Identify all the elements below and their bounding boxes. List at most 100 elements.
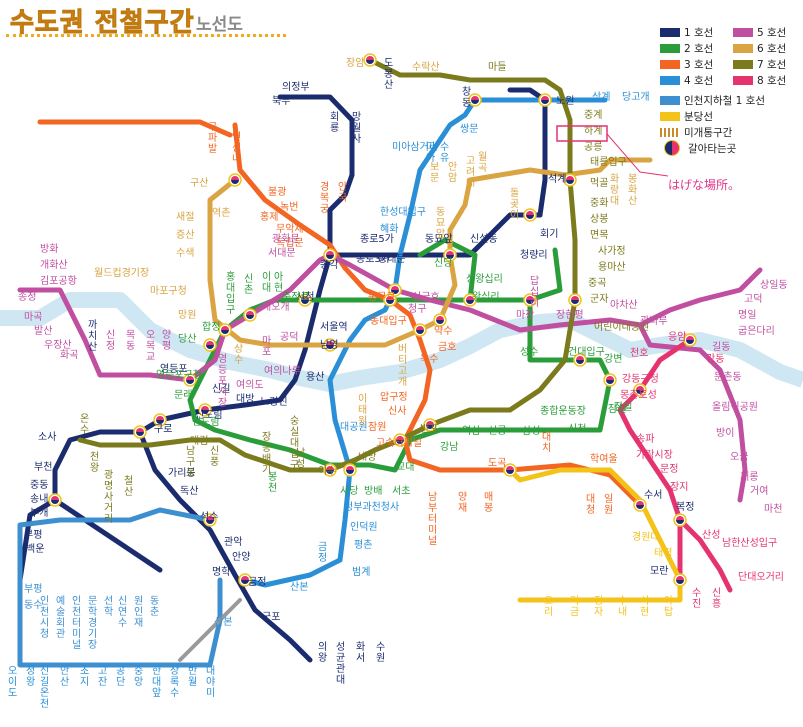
station-label[interactable]: 동수 xyxy=(24,599,42,611)
station-label[interactable]: 방화 xyxy=(40,243,58,255)
station-label[interactable]: 대방 xyxy=(236,393,254,405)
station-label[interactable]: 안양 xyxy=(232,551,250,563)
station-label[interactable]: 고속터미널 xyxy=(376,437,422,449)
station-label[interactable]: 거여 xyxy=(750,485,768,497)
station-label[interactable]: 대공원 xyxy=(340,421,368,433)
station-label[interactable]: 선릉 xyxy=(488,425,506,437)
station-label[interactable]: 여의도 xyxy=(236,379,264,391)
station-label[interactable]: 종로3가 xyxy=(356,253,390,265)
transfer-station[interactable] xyxy=(48,493,62,507)
station-label[interactable]: 내방 xyxy=(358,451,376,463)
station-label[interactable]: 건대입구 xyxy=(568,345,605,358)
station-label[interactable]: 반포 xyxy=(420,423,438,435)
station-label[interactable]: 광화문 xyxy=(272,233,300,245)
station-label[interactable]: 인덕원 xyxy=(350,521,378,533)
transfer-station[interactable] xyxy=(393,433,407,447)
station-label[interactable]: 복정 xyxy=(676,501,694,513)
transfer-station[interactable] xyxy=(343,463,357,477)
station-label[interactable]: 삼성 xyxy=(522,425,540,437)
station-label[interactable]: 송파 xyxy=(636,433,654,445)
station-label[interactable]: 부평 xyxy=(24,529,42,541)
station-label[interactable]: 종로5가 xyxy=(360,233,394,245)
station-label[interactable]: 잠실 xyxy=(608,403,626,415)
station-label[interactable]: 석계 xyxy=(548,173,566,185)
station-label[interactable]: 신천 xyxy=(568,423,586,435)
station-label[interactable]: 부개 xyxy=(30,507,48,519)
station-label[interactable]: 신길 xyxy=(212,382,230,395)
station-label[interactable]: 노원 xyxy=(556,95,574,107)
station-label[interactable]: 응암 xyxy=(668,331,686,343)
station-label[interactable]: 강동 xyxy=(706,353,724,365)
station-label[interactable]: 단대오거리 xyxy=(738,571,784,583)
station-label[interactable]: 개롱 xyxy=(740,471,758,483)
station-label[interactable]: 송정 xyxy=(18,291,36,303)
station-label[interactable]: 태릉입구 xyxy=(590,155,627,168)
station-label[interactable]: 쌍문 xyxy=(460,123,478,135)
station-label[interactable]: 월드컵경기장 xyxy=(94,266,149,279)
station-label[interactable]: 회기 xyxy=(540,228,558,240)
station-label[interactable]: 영등포구청 xyxy=(156,369,202,381)
station-label[interactable]: 의정부 xyxy=(282,81,310,93)
transfer-station[interactable] xyxy=(443,248,457,262)
station-label[interactable]: 문래 xyxy=(174,389,192,401)
station-label[interactable]: 하계 xyxy=(584,124,602,137)
station-label[interactable]: 사당 xyxy=(340,485,358,497)
station-label[interactable]: 새절 xyxy=(176,210,194,223)
station-label[interactable]: 길동 xyxy=(712,340,730,353)
station-label[interactable]: 미아삼거리 xyxy=(392,141,438,153)
station-label[interactable]: 관악 xyxy=(224,536,242,548)
station-label[interactable]: 장한평 xyxy=(556,309,584,321)
station-label[interactable]: 남영 xyxy=(320,339,338,351)
station-label[interactable]: 청구 xyxy=(408,303,426,315)
station-label[interactable]: 마들 xyxy=(488,61,506,73)
station-label[interactable]: 부평 xyxy=(24,583,42,595)
station-label[interactable]: 면목 xyxy=(590,229,608,241)
transfer-station[interactable] xyxy=(463,293,477,307)
station-label[interactable]: 먹골 xyxy=(590,177,608,189)
station-label[interactable]: 아차산 xyxy=(610,299,638,311)
station-label[interactable]: 고덕 xyxy=(744,293,762,305)
station-label[interactable]: 불광 xyxy=(268,186,286,198)
station-label[interactable]: 신금호 xyxy=(412,291,440,303)
legend-item-line7[interactable]: 7 호선 xyxy=(733,58,786,71)
station-label[interactable]: 태평 xyxy=(654,547,672,559)
station-label[interactable]: 백운 xyxy=(26,543,44,555)
station-label[interactable]: 서울역 xyxy=(320,321,348,333)
station-label[interactable]: 중계 xyxy=(584,109,602,121)
legend-item-line1[interactable]: 1 호선 xyxy=(660,26,713,39)
station-label[interactable]: 부천 xyxy=(34,461,52,473)
legend-item-line5[interactable]: 5 호선 xyxy=(733,26,786,39)
station-label[interactable]: 산성 xyxy=(702,529,720,541)
station-label[interactable]: 합정 xyxy=(202,321,220,333)
transfer-station[interactable] xyxy=(633,383,647,397)
